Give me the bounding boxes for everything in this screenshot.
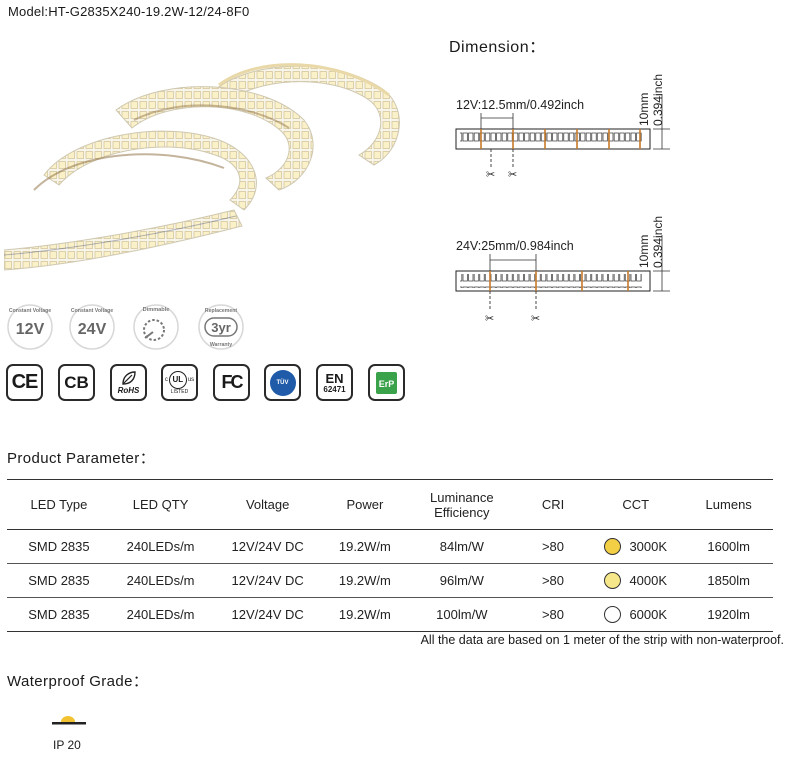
ce-text: CE <box>11 371 39 393</box>
col-luminance-efficiency: Luminance Efficiency <box>404 479 519 530</box>
badge-arc-text-bottom: Warranty <box>210 342 232 348</box>
dimension-diagram: 12V:12.5mm/0.492inch ✂ ✂ 10mm 0.394inch … <box>455 74 670 325</box>
cell-cri: >80 <box>518 563 588 598</box>
table-footnote: All the data are based on 1 meter of the… <box>420 633 784 647</box>
rohs-icon: RoHS <box>110 364 147 401</box>
cell-cri: >80 <box>518 597 588 632</box>
fcc-text: FC <box>221 372 244 392</box>
table-row: SMD 2835 240LEDs/m 12V/24V DC 19.2W/m 84… <box>7 529 773 564</box>
cb-icon: CB <box>58 364 95 401</box>
badge-center-text: 12V <box>16 321 45 338</box>
strip12-height-mm: 10mm <box>637 93 651 126</box>
cell-led-qty: 240LEDs/m <box>110 597 211 632</box>
cell-voltage: 12V/24V DC <box>210 529 325 564</box>
scissors-icon: ✂ <box>508 168 517 181</box>
ul-sub-text: LISTED <box>170 388 189 395</box>
en-62471-icon: EN 62471 <box>316 364 353 401</box>
constant-voltage-24v-icon: Constant Voltage 24V <box>69 304 115 350</box>
cell-led-type: SMD 2835 <box>7 529 111 564</box>
cell-led-type: SMD 2835 <box>7 563 111 598</box>
leaf-icon <box>121 371 136 385</box>
tuv-text: TÜV <box>276 379 289 386</box>
strip24-height-inch: 0.394inch <box>651 216 665 268</box>
scissors-icon: ✂ <box>485 312 494 325</box>
product-parameter-title: Product Parameter： <box>7 450 156 467</box>
cct-color-swatch <box>604 606 622 623</box>
ul-us-text: us <box>187 376 195 383</box>
cb-text: CB <box>64 372 89 392</box>
ul-text: UL <box>168 370 187 389</box>
dimension-title: Dimension： <box>449 39 546 56</box>
replacement-warranty-icon: Replacement 3yr Warranty <box>198 304 244 350</box>
cell-led-qty: 240LEDs/m <box>110 529 211 564</box>
cell-lumens: 1850lm <box>684 563 773 598</box>
table-row: SMD 2835 240LEDs/m 12V/24V DC 19.2W/m 10… <box>7 597 773 632</box>
cct-value: 3000K <box>629 539 668 554</box>
cell-efficiency: 84lm/W <box>404 529 519 564</box>
strip24-label: 24V:25mm/0.984inch <box>456 239 574 253</box>
badge-center-text: 3yr <box>211 320 231 335</box>
badge-center-text: 24V <box>78 321 107 338</box>
table-header-row: LED Type LED QTY Voltage Power Luminance… <box>7 479 773 530</box>
ip-grade-label: IP 20 <box>53 738 81 752</box>
model-number: Model:HT-G2835X240-19.2W-12/24-8F0 <box>8 4 250 19</box>
dimmable-icon: Dimmable <box>133 304 179 350</box>
cell-led-type: SMD 2835 <box>7 597 111 632</box>
col-power: Power <box>324 479 405 530</box>
rohs-text: RoHS <box>117 386 140 395</box>
cct-value: 4000K <box>629 573 668 588</box>
ip20-strip-icon <box>52 716 86 725</box>
cell-cct: 3000K <box>587 529 685 564</box>
cell-cct: 4000K <box>587 563 685 598</box>
strip12-label: 12V:12.5mm/0.492inch <box>456 98 584 112</box>
cell-cri: >80 <box>518 529 588 564</box>
erp-text: ErP <box>378 378 395 389</box>
en-sub-text: 62471 <box>323 384 346 394</box>
cct-color-swatch <box>604 538 622 555</box>
badge-arc-text: Dimmable <box>143 307 170 313</box>
cell-lumens: 1600lm <box>684 529 773 564</box>
cell-voltage: 12V/24V DC <box>210 563 325 598</box>
cell-efficiency: 96lm/W <box>404 563 519 598</box>
tuv-icon: TÜV <box>264 364 301 401</box>
cell-voltage: 12V/24V DC <box>210 597 325 632</box>
badge-arc-text: Replacement <box>205 308 238 314</box>
col-led-qty: LED QTY <box>110 479 211 530</box>
led-strip-photo <box>4 50 406 286</box>
scissors-icon: ✂ <box>531 312 540 325</box>
strip24-height-mm: 10mm <box>637 235 651 268</box>
cell-power: 19.2W/m <box>324 597 405 632</box>
col-cct: CCT <box>587 479 685 530</box>
en-text: EN <box>325 370 344 386</box>
strip12-height-inch: 0.394inch <box>651 74 665 126</box>
fcc-icon: FC <box>213 364 250 401</box>
waterproof-grade-title: Waterproof Grade： <box>7 673 149 690</box>
cell-cct: 6000K <box>587 597 685 632</box>
cell-power: 19.2W/m <box>324 529 405 564</box>
cell-efficiency: 100lm/W <box>404 597 519 632</box>
col-cri: CRI <box>518 479 588 530</box>
cell-lumens: 1920lm <box>684 597 773 632</box>
product-parameter-table: LED Type LED QTY Voltage Power Luminance… <box>7 479 773 632</box>
ul-listed-icon: c UL us LISTED <box>161 364 198 401</box>
col-voltage: Voltage <box>210 479 325 530</box>
badge-arc-text: Constant Voltage <box>9 308 51 314</box>
col-lumens: Lumens <box>684 479 773 530</box>
col-led-type: LED Type <box>7 479 111 530</box>
badge-arc-text: Constant Voltage <box>71 308 113 314</box>
cell-power: 19.2W/m <box>324 563 405 598</box>
erp-icon: ErP <box>368 364 405 401</box>
cell-led-qty: 240LEDs/m <box>110 563 211 598</box>
scissors-icon: ✂ <box>486 168 495 181</box>
constant-voltage-12v-icon: Constant Voltage 12V <box>7 304 53 350</box>
cct-color-swatch <box>604 572 622 589</box>
cct-value: 6000K <box>629 607 668 622</box>
ce-icon: CE <box>6 364 43 401</box>
table-row: SMD 2835 240LEDs/m 12V/24V DC 19.2W/m 96… <box>7 563 773 598</box>
ul-c-text: c <box>164 376 168 383</box>
